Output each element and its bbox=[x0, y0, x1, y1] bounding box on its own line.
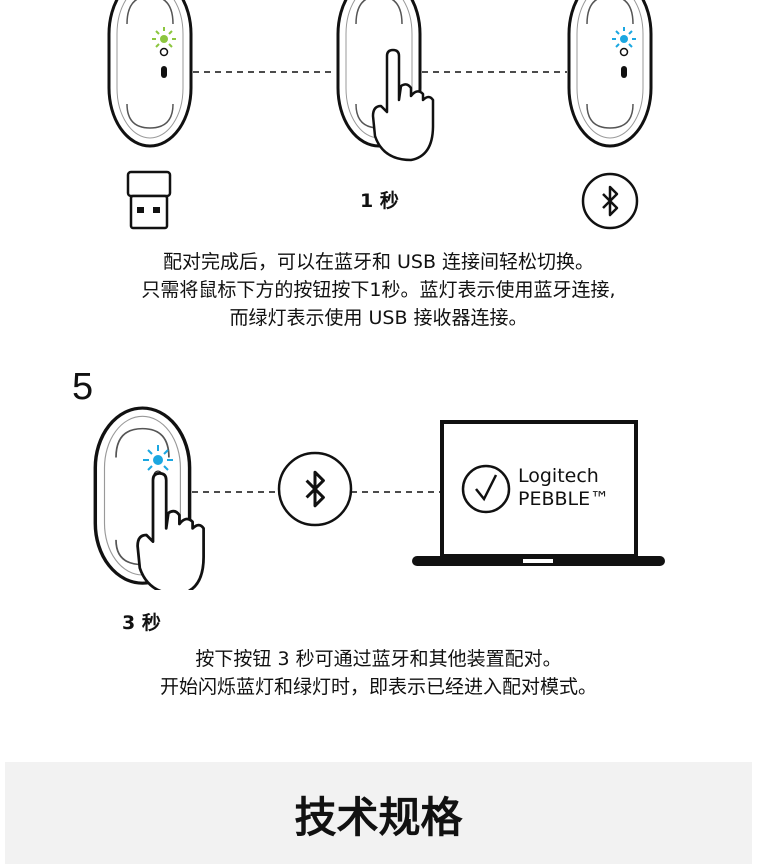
usb-receiver-icon bbox=[126, 170, 172, 230]
laptop-screen-text: Logitech PEBBLE™ bbox=[518, 465, 609, 511]
laptop-icon bbox=[412, 420, 665, 566]
specs-section-header: 技术规格 bbox=[5, 762, 752, 864]
description-line: 按下按钮 3 秒可通过蓝牙和其他装置配对。 bbox=[195, 648, 562, 670]
bluetooth-pairing-illustration bbox=[93, 406, 665, 590]
description-line: 而绿灯表示使用 USB 接收器连接。 bbox=[229, 307, 528, 329]
hold-duration-3s: 3 秒 bbox=[122, 612, 161, 634]
mouse-button-press bbox=[336, 0, 435, 162]
description-line: 只需将鼠标下方的按钮按下1秒。蓝灯表示使用蓝牙连接, bbox=[141, 279, 616, 301]
mouse-usb-mode bbox=[107, 0, 193, 148]
mode-switch-illustration bbox=[107, 0, 653, 230]
section-title: 技术规格 bbox=[294, 793, 463, 842]
description-line: 开始闪烁蓝灯和绿灯时，即表示已经进入配对模式。 bbox=[159, 676, 597, 698]
mode-switch-description: 配对完成后，可以在蓝牙和 USB 连接间轻松切换。 只需将鼠标下方的按钮按下1秒… bbox=[0, 248, 757, 332]
product-name: PEBBLE™ bbox=[518, 488, 610, 510]
bluetooth-icon bbox=[277, 451, 353, 527]
mouse-bluetooth-mode bbox=[567, 0, 653, 148]
brand-name: Logitech bbox=[518, 465, 599, 487]
bluetooth-icon bbox=[581, 172, 639, 230]
step-number: 5 bbox=[72, 366, 94, 408]
description-line: 配对完成后，可以在蓝牙和 USB 连接间轻松切换。 bbox=[162, 251, 595, 273]
pairing-description: 按下按钮 3 秒可通过蓝牙和其他装置配对。 开始闪烁蓝灯和绿灯时，即表示已经进入… bbox=[0, 645, 757, 701]
hold-duration-1s: 1 秒 bbox=[360, 190, 399, 212]
